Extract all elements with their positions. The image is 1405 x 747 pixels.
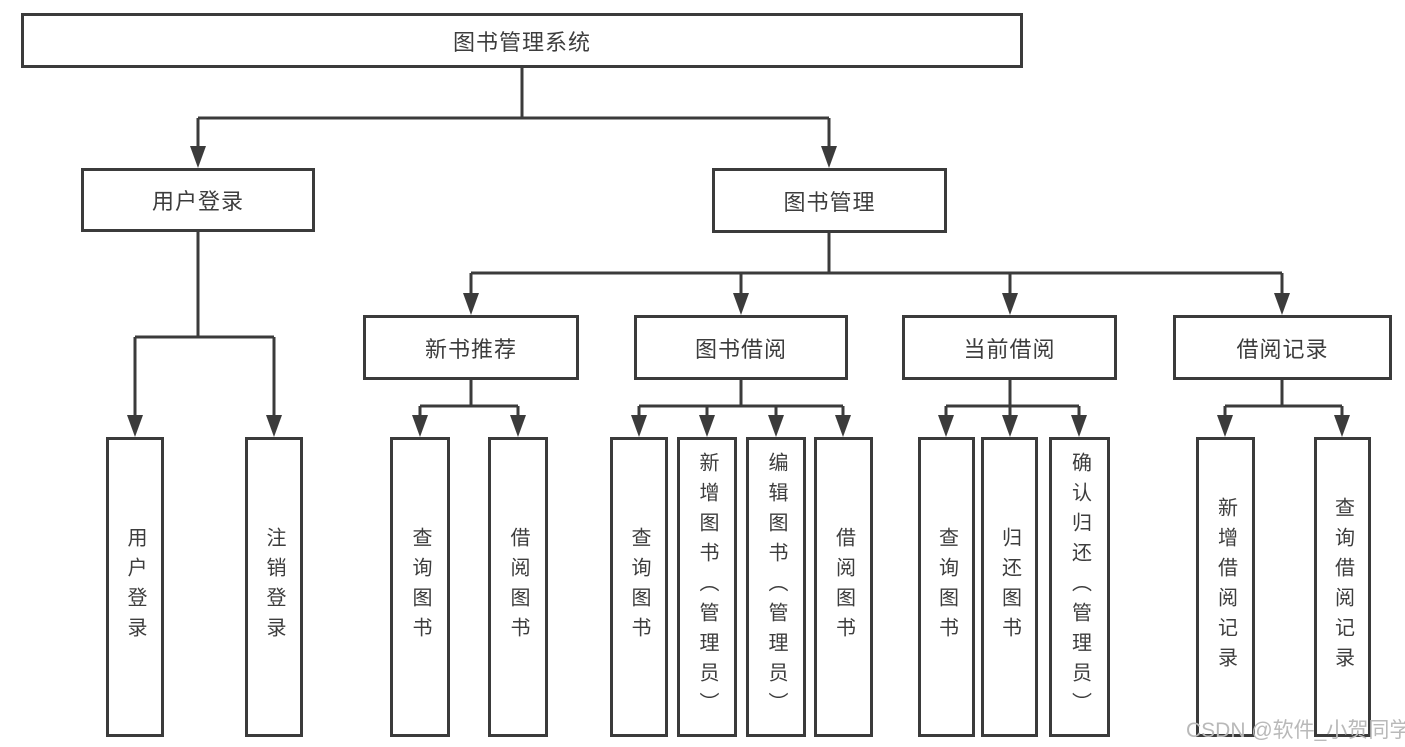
node-add-borrow-record: 新增借阅记录 [1196,437,1255,737]
arrowheads [127,146,1350,437]
node-label: 借阅图书 [507,527,529,647]
node-query-borrow-record: 查询借阅记录 [1314,437,1371,737]
node-borrow-books-recommend: 借阅图书 [488,437,548,737]
node-label: 新增借阅记录 [1214,497,1237,677]
node-current-borrowing: 当前借阅 [902,315,1117,380]
node-user-login-leaf: 用户登录 [106,437,164,737]
node-user-login: 用户登录 [81,168,315,232]
node-label: 查询图书 [409,527,431,647]
node-borrow-records: 借阅记录 [1173,315,1392,380]
node-query-books-recommend: 查询图书 [390,437,450,737]
node-edit-books-admin: 编辑图书（管理员） [746,437,806,737]
node-new-book-recommend: 新书推荐 [363,315,579,380]
node-label: 查询借阅记录 [1331,497,1354,677]
node-label: 注销登录 [263,527,285,647]
node-label: 新增图书（管理员） [696,452,718,722]
node-return-books: 归还图书 [981,437,1038,737]
node-label: 查询图书 [628,527,650,647]
node-query-books-current: 查询图书 [918,437,975,737]
node-book-borrowing: 图书借阅 [634,315,848,380]
node-confirm-return-admin: 确认归还（管理员） [1049,437,1110,737]
node-label: 归还图书 [998,527,1021,647]
node-label: 确认归还（管理员） [1068,452,1091,722]
node-book-management: 图书管理 [712,168,947,233]
node-label: 用户登录 [124,527,146,647]
node-label: 借阅图书 [832,527,855,647]
node-logout: 注销登录 [245,437,303,737]
node-add-books-admin: 新增图书（管理员） [677,437,737,737]
node-library-management-system: 图书管理系统 [21,13,1023,68]
node-label: 查询图书 [935,527,958,647]
node-borrow-books-borrowing: 借阅图书 [814,437,873,737]
node-label: 编辑图书（管理员） [765,452,787,722]
watermark: CSDN @软件_小贺同学 [1186,719,1405,742]
node-query-books-borrowing: 查询图书 [610,437,668,737]
